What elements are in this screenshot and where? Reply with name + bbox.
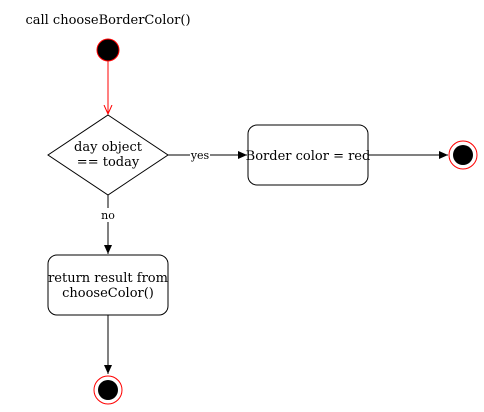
return-action-label-line1: return result from (48, 271, 168, 286)
return-action-label-line2: chooseColor() (62, 286, 154, 301)
edge-yes-label: yes (190, 149, 210, 162)
initial-node (96, 38, 120, 62)
edge-no-label-bg (98, 208, 118, 222)
final-node-right (453, 145, 473, 165)
diagram-title: call chooseBorderColor() (25, 13, 190, 28)
edge-yes-label-bg (190, 149, 210, 162)
decision-label-line2: == today (77, 155, 140, 170)
final-node-bottom (98, 380, 118, 400)
decision-label-line1: day object (74, 140, 143, 155)
border-color-action-label: Border color = red (246, 149, 371, 164)
edge-no-label: no (101, 209, 115, 222)
